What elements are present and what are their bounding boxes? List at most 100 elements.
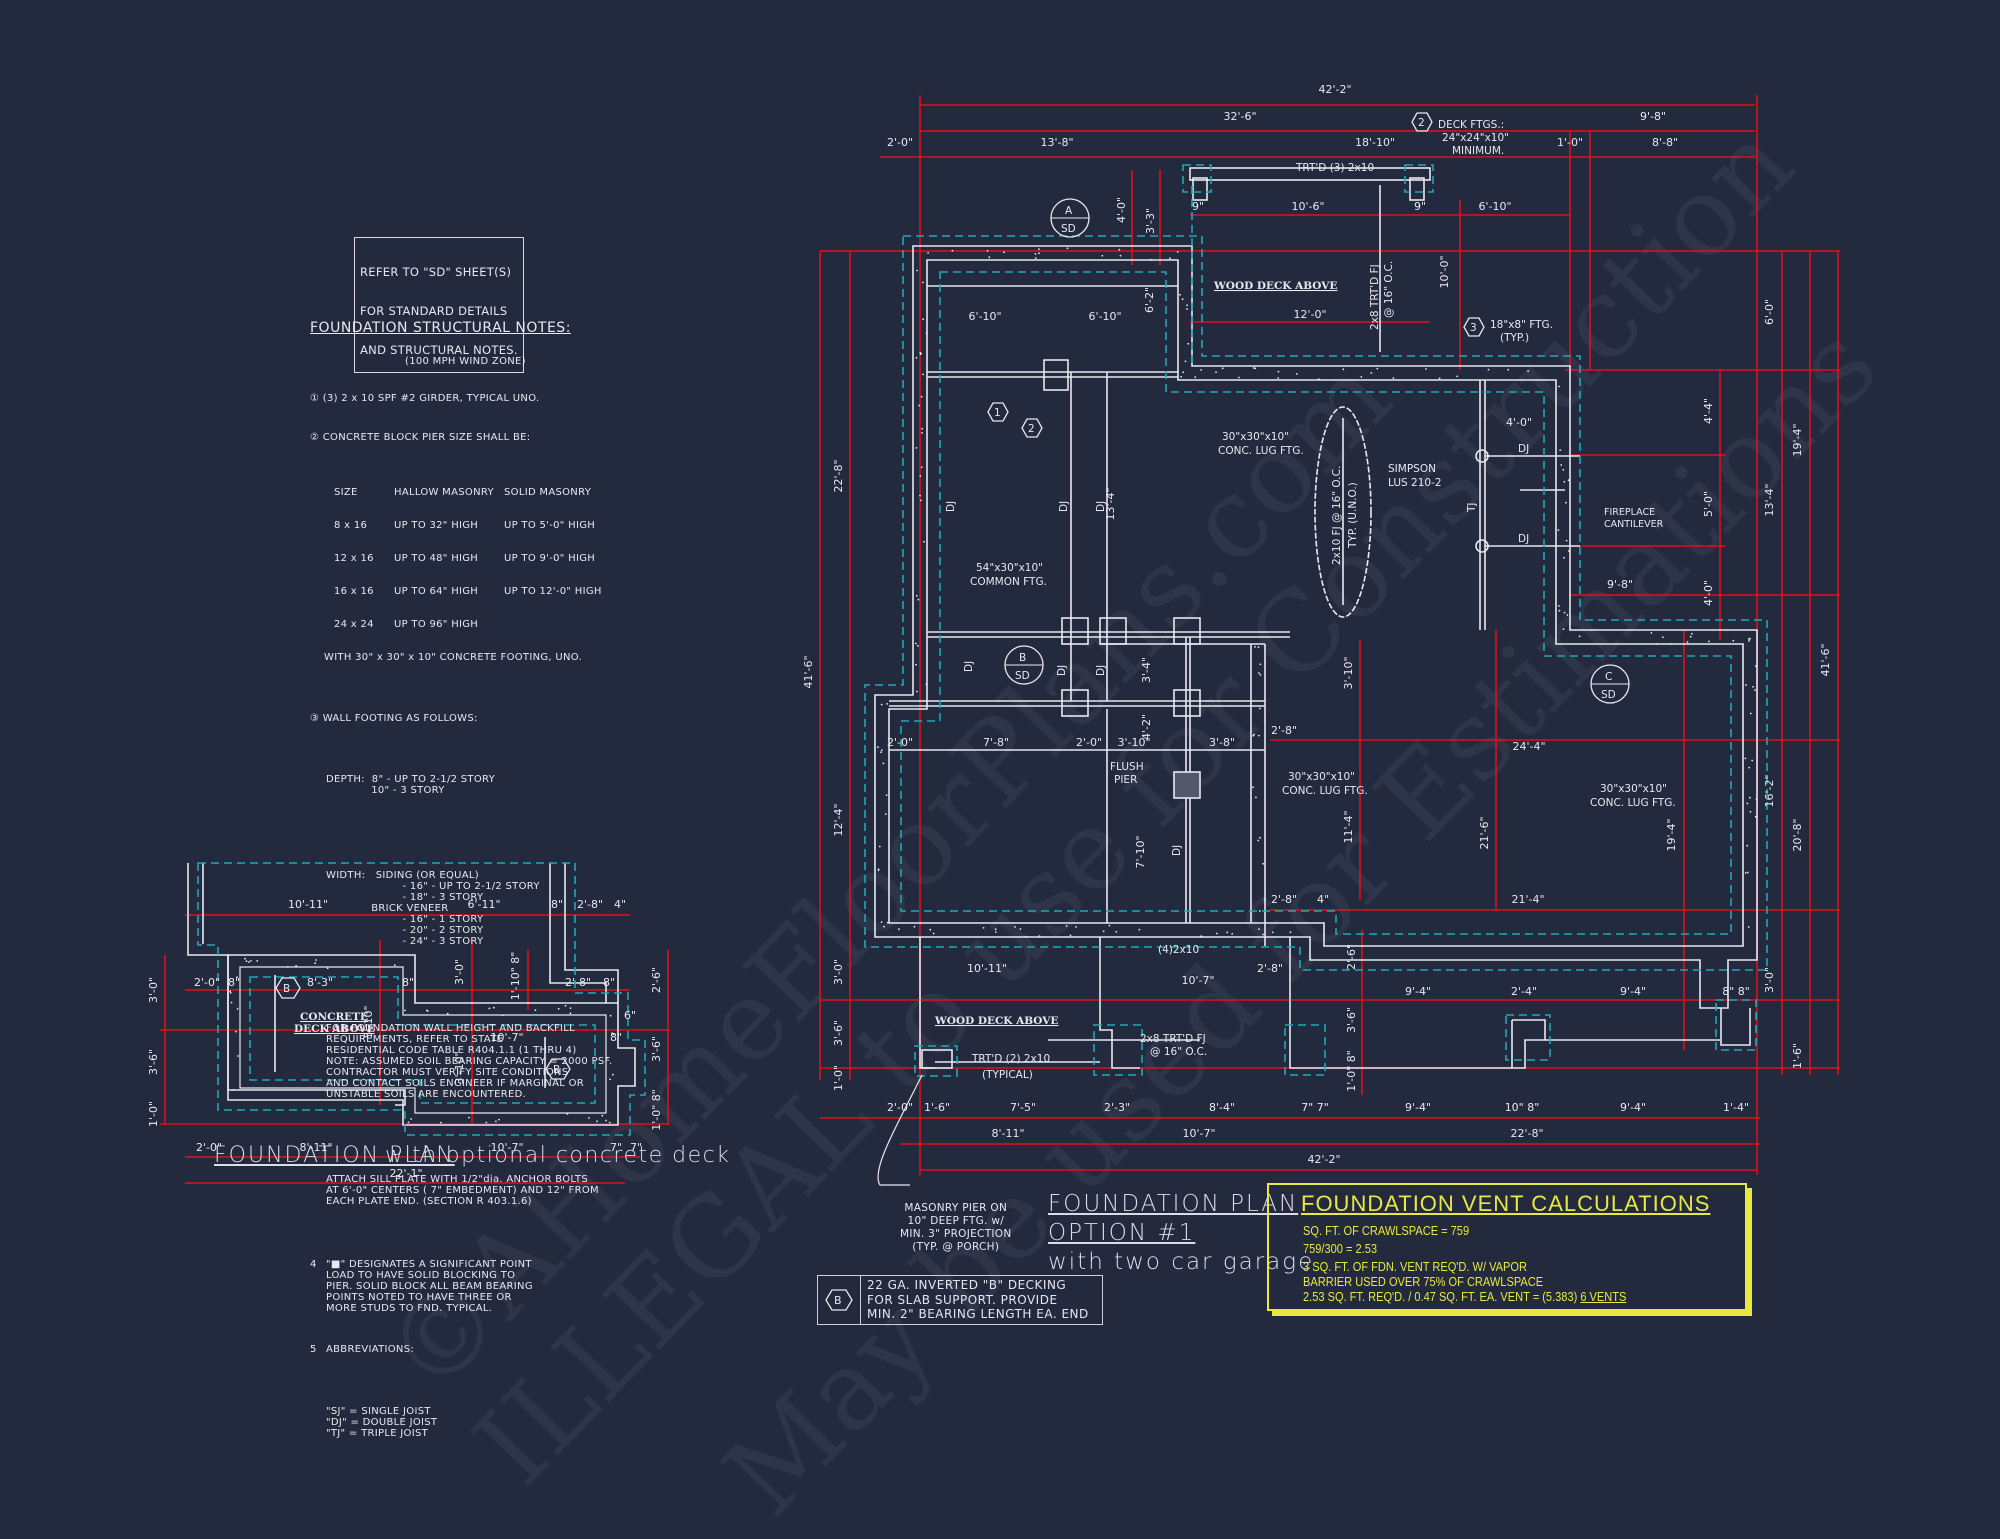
concrete-stipple bbox=[1038, 252, 1040, 255]
concrete-stipple bbox=[1748, 766, 1750, 769]
concrete-stipple bbox=[1263, 898, 1266, 901]
concrete-stipple bbox=[877, 746, 879, 748]
concrete-stipple bbox=[1257, 646, 1260, 648]
concrete-stipple bbox=[1186, 304, 1188, 307]
dimension-label: 2'-0" bbox=[887, 736, 913, 749]
dimension-label: 13'-4" bbox=[1763, 483, 1776, 516]
dimension-label: 18'-10" bbox=[1355, 136, 1395, 149]
concrete-stipple bbox=[612, 1033, 615, 1036]
fireplace-label: CANTILEVER bbox=[1604, 519, 1664, 530]
dimension-label: 9'-4" bbox=[1405, 1101, 1431, 1114]
concrete-stipple bbox=[1259, 663, 1262, 666]
concrete-stipple bbox=[295, 965, 297, 967]
vent-calc-line: SQ. FT. OF CRAWLSPACE = 759 bbox=[1303, 1223, 1470, 1238]
vent-calc-title: FOUNDATION VENT CALCULATIONS bbox=[1301, 1191, 1711, 1216]
concrete-stipple bbox=[1066, 247, 1069, 250]
refer-line: REFER TO "SD" SHEET(S) bbox=[360, 265, 512, 279]
concrete-stipple bbox=[407, 1121, 410, 1124]
svg-text:C: C bbox=[1605, 671, 1612, 683]
concrete-stipple bbox=[951, 249, 954, 252]
concrete-stipple bbox=[1075, 926, 1077, 928]
concrete-stipple bbox=[1749, 810, 1752, 813]
concrete-stipple bbox=[1065, 925, 1068, 927]
marker-1: 1 2 bbox=[987, 402, 1043, 438]
concrete-stipple bbox=[925, 332, 928, 334]
main-plan-title: FOUNDATION PLAN OPTION #1 with two car g… bbox=[1048, 1190, 1314, 1277]
concrete-stipple bbox=[1746, 844, 1749, 847]
concrete-stipple bbox=[880, 751, 882, 754]
concrete-stipple bbox=[1563, 611, 1566, 614]
concrete-stipple bbox=[1187, 342, 1190, 345]
vent-calc-line: BARRIER USED OVER 75% OF CRAWLSPACE bbox=[1303, 1274, 1544, 1289]
b-note-line: FOR SLAB SUPPORT. PROVIDE bbox=[867, 1292, 1058, 1307]
hexagon-icon: B bbox=[825, 1289, 853, 1311]
concrete-stipple bbox=[569, 1012, 572, 1015]
concrete-stipple bbox=[921, 432, 923, 434]
concrete-stipple bbox=[404, 1009, 406, 1012]
porch-joist-label: @ 16" O.C. bbox=[1150, 1046, 1207, 1058]
trtd-2-label: TRT'D (2) 2x10 bbox=[971, 1053, 1050, 1065]
concrete-stipple bbox=[1215, 932, 1218, 935]
concrete-stipple bbox=[920, 499, 922, 502]
dimension-label: 3'-4" bbox=[1140, 657, 1153, 683]
dimension-label: 3'-10" bbox=[453, 1051, 466, 1084]
concrete-stipple bbox=[1744, 872, 1747, 874]
depth-notes: DEPTH: 8" - UP TO 2-1/2 STORY 10" - 3 ST… bbox=[326, 774, 496, 796]
dimension-label: 6'-10" bbox=[968, 310, 1001, 323]
dimension-label: 10" 8" bbox=[1505, 1101, 1540, 1114]
concrete-stipple bbox=[1425, 368, 1427, 370]
dimension-label: 4'-0" bbox=[1115, 197, 1128, 223]
b-decking-note: B 22 GA. INVERTED "B" DECKING FOR SLAB S… bbox=[817, 1275, 1103, 1325]
concrete-stipple bbox=[488, 1007, 491, 1010]
concrete-stipple bbox=[1566, 614, 1569, 616]
concrete-stipple bbox=[1747, 926, 1750, 928]
concrete-stipple bbox=[468, 1116, 470, 1119]
concrete-stipple bbox=[1014, 926, 1016, 928]
dimension-label: 8'-3" bbox=[307, 976, 333, 989]
concrete-stipple bbox=[1271, 931, 1274, 934]
section-marker-b: BSD bbox=[1004, 645, 1044, 685]
concrete-stipple bbox=[1186, 308, 1188, 310]
concrete-stipple bbox=[1180, 375, 1182, 378]
concrete-stipple bbox=[1255, 796, 1257, 799]
dj-label: DJ bbox=[1518, 443, 1529, 455]
main-plan-option: OPTION #1 bbox=[1048, 1220, 1196, 1246]
concrete-stipple bbox=[566, 1113, 569, 1115]
dimension-label: 9" bbox=[1192, 200, 1204, 213]
cloud-joist-label: TYP. (U.N.O.) bbox=[1347, 482, 1359, 549]
dimension-label: 9'-4" bbox=[1620, 985, 1646, 998]
concrete-stipple bbox=[244, 957, 247, 960]
concrete-stipple bbox=[915, 594, 918, 597]
porch-joist-label: 2x8 TRT'D FJ bbox=[1140, 1033, 1206, 1045]
dimension-label: 13'-8" bbox=[1040, 136, 1073, 149]
concrete-stipple bbox=[1562, 468, 1565, 471]
concrete-stipple bbox=[1342, 368, 1345, 371]
dimension-label: 2'-8" bbox=[1271, 893, 1297, 906]
concrete-stipple bbox=[485, 1121, 488, 1124]
concrete-stipple bbox=[982, 927, 985, 929]
concrete-stipple bbox=[883, 925, 885, 928]
dimension-label: 1'-0" 8" bbox=[1345, 1050, 1358, 1092]
concrete-stipple bbox=[1650, 632, 1653, 634]
concrete-stipple bbox=[609, 1078, 611, 1081]
vent-calc-line: 759/300 = 2.53 bbox=[1303, 1241, 1378, 1256]
concrete-stipple bbox=[410, 1118, 412, 1120]
dimension-label: 3'-6" bbox=[147, 1049, 160, 1075]
concrete-stipple bbox=[1563, 480, 1566, 483]
dimension-label: 2'-0" bbox=[887, 1101, 913, 1114]
lug-ftg-label: CONC. LUG FTG. bbox=[1218, 445, 1304, 457]
concrete-stipple bbox=[1194, 376, 1197, 378]
concrete-stipple bbox=[1376, 367, 1379, 370]
flush-pier-label: PIER bbox=[1114, 774, 1137, 786]
concrete-stipple bbox=[256, 960, 259, 962]
dimension-label: 6'-2" bbox=[1143, 287, 1156, 313]
concrete-stipple bbox=[915, 447, 918, 449]
concrete-stipple bbox=[1034, 253, 1037, 255]
concrete-stipple bbox=[1252, 734, 1255, 737]
dimension-label: 2'-3" bbox=[1104, 1101, 1130, 1114]
concrete-stipple bbox=[1669, 643, 1672, 645]
concrete-stipple bbox=[1752, 685, 1754, 688]
b-note-line: MIN. 2" BEARING LENGTH EA. END bbox=[867, 1307, 1089, 1321]
